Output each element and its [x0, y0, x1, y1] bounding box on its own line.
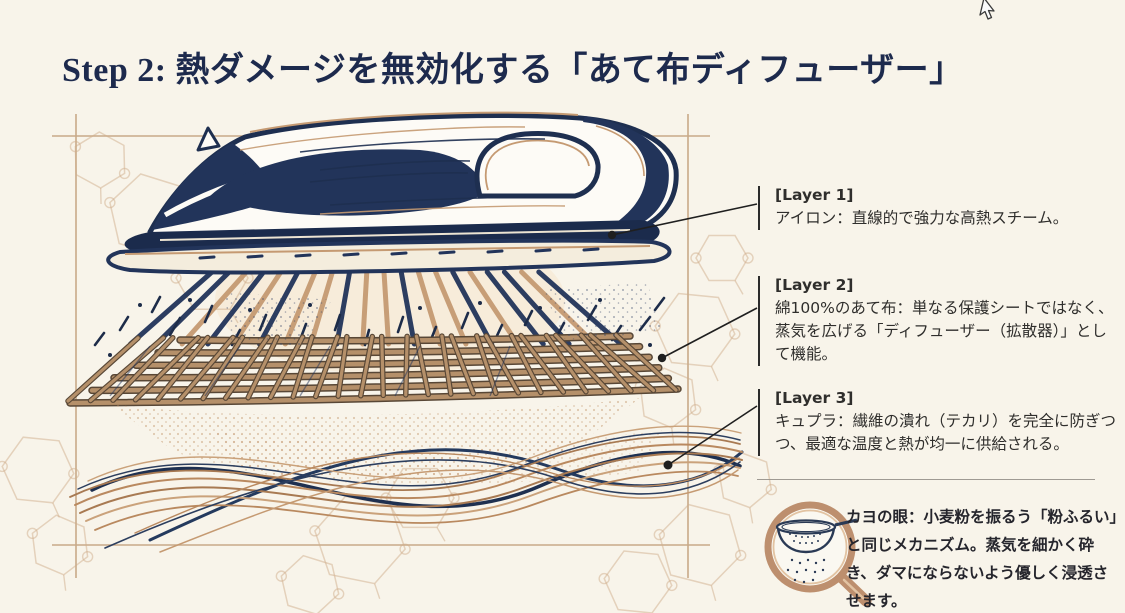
pressing-cloth-mesh	[65, 332, 682, 407]
layer-3-label: [Layer 3]	[775, 389, 854, 407]
page-title: Step 2: 熱ダメージを無効化する「あて布ディフューザー」	[62, 52, 964, 89]
layer-1-text: アイロン：直線的で強力な高熱スチーム。	[775, 209, 1069, 227]
callout-dot-layer1	[607, 230, 617, 240]
callout-dot-layer3	[663, 460, 673, 470]
annotation-layer-3: [Layer 3] キュプラ：繊維の潰れ（テカリ）を完全に防ぎつつ、最適な温度と…	[758, 389, 1119, 456]
callout-lines	[607, 203, 758, 470]
annotation-layer-2: [Layer 2] 綿100%のあて布：単なる保護シートではなく、蒸気を広げる「…	[758, 276, 1119, 366]
iron-illustration	[106, 111, 679, 275]
layer-3-text: キュプラ：繊維の潰れ（テカリ）を完全に防ぎつつ、最適な温度と熱が均一に供給される…	[775, 412, 1117, 453]
annotation-layer-1: [Layer 1] アイロン：直線的で強力な高熱スチーム。	[758, 186, 1119, 230]
kayo-note-text: カヨの眼：小麦粉を振るう「粉ふるい」と同じメカニズム。蒸気を細かく砕き、ダマにな…	[846, 508, 1118, 610]
callout-dot-layer2	[657, 353, 667, 363]
cursor-pointer-icon	[979, 0, 995, 20]
layer-2-text: 綿100%のあて布：単なる保護シートではなく、蒸気を広げる「ディフューザー（拡散…	[775, 299, 1114, 363]
layer-1-label: [Layer 1]	[775, 186, 854, 204]
cupra-fiber-waves	[69, 425, 744, 553]
magnifier-sieve-icon	[764, 501, 872, 607]
note-divider	[757, 479, 1095, 480]
layer-2-label: [Layer 2]	[775, 276, 854, 294]
sieve-glyph	[775, 518, 858, 584]
